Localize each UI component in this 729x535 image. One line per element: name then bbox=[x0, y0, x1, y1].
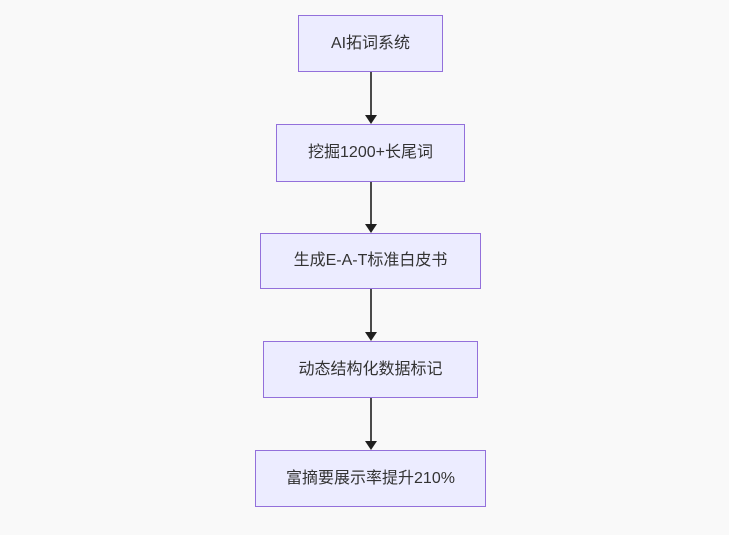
flow-arrow-2 bbox=[364, 182, 377, 233]
arrowhead-down-icon bbox=[364, 115, 377, 124]
flow-node-ai-keyword-system: AI拓词系统 bbox=[298, 15, 443, 72]
flow-arrow-4 bbox=[364, 398, 377, 450]
flow-arrow-1 bbox=[364, 72, 377, 124]
flow-node-label: AI拓词系统 bbox=[330, 34, 411, 52]
arrow-line bbox=[369, 182, 372, 224]
arrowhead-down-icon bbox=[364, 224, 377, 233]
flow-node-label: 生成E-A-T标准白皮书 bbox=[293, 252, 448, 270]
flow-node-structured-data-markup: 动态结构化数据标记 bbox=[263, 341, 478, 398]
flow-node-rich-snippet-result: 富摘要展示率提升210% bbox=[255, 450, 486, 507]
flow-node-label: 动态结构化数据标记 bbox=[298, 360, 443, 378]
flow-node-longtail-mining: 挖掘1200+长尾词 bbox=[276, 124, 465, 182]
flow-node-label: 富摘要展示率提升210% bbox=[286, 469, 455, 487]
arrowhead-down-icon bbox=[364, 332, 377, 341]
arrow-line bbox=[369, 398, 372, 441]
arrowhead-down-icon bbox=[364, 441, 377, 450]
arrow-line bbox=[369, 72, 372, 115]
flow-node-label: 挖掘1200+长尾词 bbox=[308, 144, 433, 162]
arrow-line bbox=[369, 289, 372, 332]
flow-node-eat-whitepaper: 生成E-A-T标准白皮书 bbox=[260, 233, 481, 289]
flow-arrow-3 bbox=[364, 289, 377, 341]
